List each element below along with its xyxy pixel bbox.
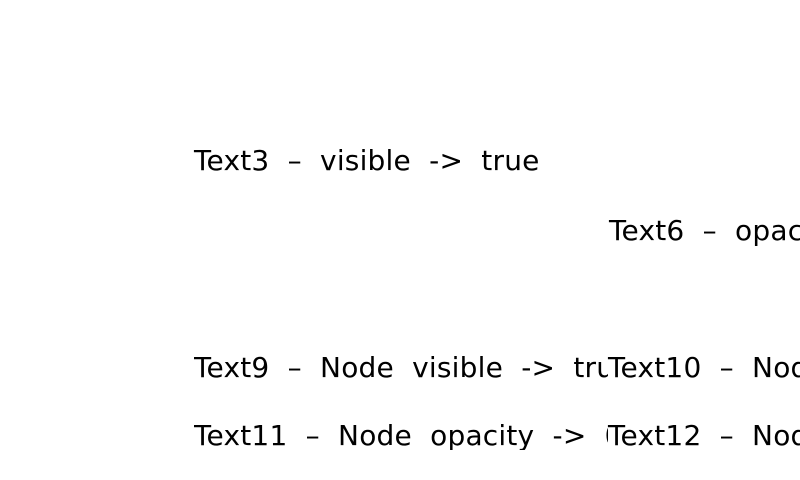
text-run-text3: Text3 – visible -> true: [194, 144, 540, 177]
text-run-text6: Text6 – opacity: [609, 214, 800, 247]
text-run-text9: Text9 – Node visible -> true: [194, 354, 608, 382]
text-run-text10: Text10 – Node: [608, 351, 800, 384]
text-run-text11: Text11 – Node opacity -> 0: [194, 422, 608, 450]
text-run-text12: Text12 – Node: [608, 419, 800, 452]
